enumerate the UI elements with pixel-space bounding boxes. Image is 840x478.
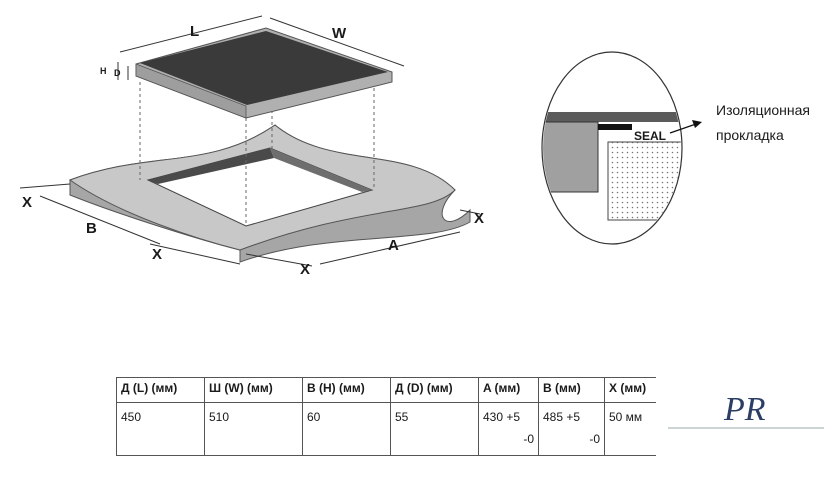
hob — [135, 27, 393, 119]
value-a: 430 +5 -0 — [478, 402, 539, 456]
spec-value-row: 450 510 60 55 430 +5 -0 485 +5 -0 50 мм — [116, 402, 656, 456]
spec-table-container: Д (L) (мм) Ш (W) (мм) В (H) (мм) Д (D) (… — [116, 377, 656, 457]
label-h: H — [100, 66, 107, 76]
label-w: W — [332, 25, 347, 42]
label-x-front-left: X — [152, 246, 162, 263]
value-height: 60 — [302, 402, 391, 456]
spec-header-row: Д (L) (мм) Ш (W) (мм) В (H) (мм) Д (D) (… — [116, 377, 656, 403]
dimension-lines — [19, 15, 481, 267]
value-width: 510 — [204, 402, 303, 456]
seal-callout: Изоляционная прокладка — [716, 98, 810, 148]
header-x: X (мм) — [604, 377, 656, 403]
label-x-right: X — [474, 210, 484, 227]
label-seal: SEAL — [634, 129, 666, 143]
value-length: 450 — [116, 402, 205, 456]
countertop — [68, 124, 471, 263]
label-x-front: X — [300, 261, 310, 278]
header-length: Д (L) (мм) — [116, 377, 205, 403]
header-depth: Д (D) (мм) — [390, 377, 479, 403]
logo-text: PR — [723, 391, 766, 428]
brand-logo: PR — [668, 386, 828, 436]
header-height: В (H) (мм) — [302, 377, 391, 403]
label-l: L — [190, 23, 199, 40]
projection-lines — [139, 82, 375, 226]
header-b: B (мм) — [538, 377, 605, 403]
header-a: A (мм) — [478, 377, 539, 403]
spec-table: Д (L) (мм) Ш (W) (мм) В (H) (мм) Д (D) (… — [116, 377, 656, 456]
label-b: B — [86, 220, 97, 237]
value-b: 485 +5 -0 — [538, 402, 605, 456]
value-x: 50 мм — [604, 402, 656, 456]
label-x-left: X — [22, 194, 32, 211]
header-width: Ш (W) (мм) — [204, 377, 303, 403]
value-depth: 55 — [390, 402, 479, 456]
label-a: A — [388, 237, 399, 254]
seal-detail: SEAL — [541, 51, 702, 245]
label-d: D — [114, 68, 121, 78]
callout-line-2: прокладка — [716, 127, 784, 143]
callout-line-1: Изоляционная — [716, 102, 811, 118]
